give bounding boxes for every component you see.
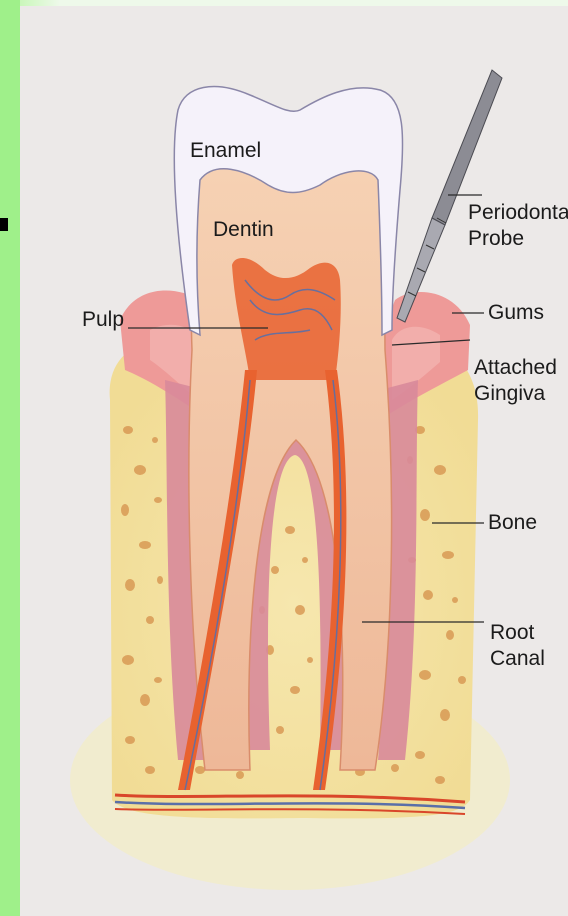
- periodontal-probe-tool: [397, 70, 502, 322]
- label-attached-gingiva: Attached Gingiva: [474, 355, 557, 407]
- label-dentin: Dentin: [213, 217, 274, 243]
- label-enamel: Enamel: [190, 138, 261, 164]
- label-bone: Bone: [488, 510, 537, 536]
- label-pulp: Pulp: [82, 307, 124, 333]
- label-gums: Gums: [488, 300, 544, 326]
- label-periodontal-probe: Periodontal Probe: [468, 200, 568, 252]
- label-root-canal: Root Canal: [490, 620, 545, 672]
